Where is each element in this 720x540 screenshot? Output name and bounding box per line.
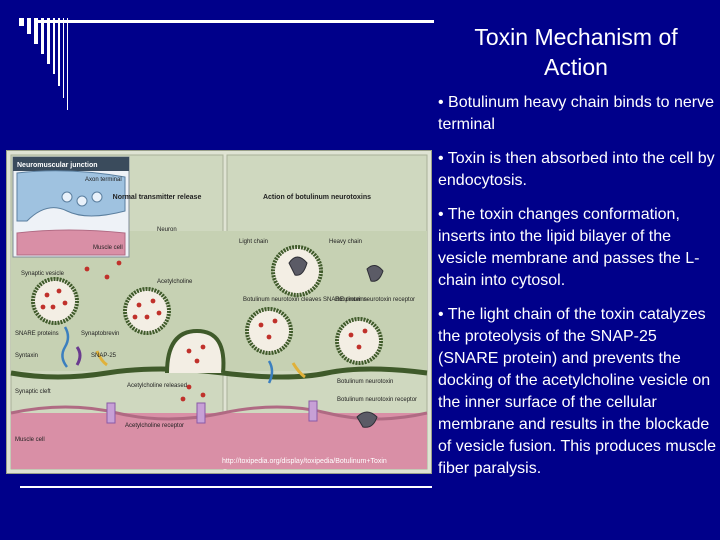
synaptic-vesicle-label: Synaptic vesicle <box>21 271 65 277</box>
bullet-list: • Botulinum heavy chain binds to nerve t… <box>438 92 718 492</box>
bullet-1: • Botulinum heavy chain binds to nerve t… <box>438 94 714 133</box>
acetylcholine-label: Acetylcholine <box>157 279 193 285</box>
botulinum-receptor-top-label: Botulinum neurotoxin receptor <box>335 297 415 303</box>
synaptobrevin-label: Synaptobrevin <box>81 331 119 337</box>
acetylcholine-receptor-label: Acetylcholine receptor <box>125 423 184 429</box>
botulinum-neurotoxin-label: Botulinum neurotoxin <box>337 379 393 385</box>
botulinum-mechanism-figure: Neuromuscular junction Axon terminal Mus… <box>6 150 432 474</box>
neuron-label: Neuron <box>157 227 177 233</box>
bottom-divider-line <box>20 486 432 488</box>
top-divider-line <box>36 20 434 23</box>
figure-source-credit: http://toxipedia.org/display/toxipedia/B… <box>222 458 387 465</box>
muscle-cell-bottom-label: Muscle cell <box>15 437 45 443</box>
light-chain-label: Light chain <box>239 239 268 245</box>
botulinum-cleaves-label: Botulinum neurotoxin cleaves SNARE prote… <box>243 297 367 303</box>
syntaxin-label: Syntaxin <box>15 353 38 359</box>
snap25-label: SNAP-25 <box>91 353 117 359</box>
synaptic-cleft-label: Synaptic cleft <box>15 389 51 395</box>
botulinum-receptor-bottom-label: Botulinum neurotoxin receptor <box>337 397 417 403</box>
inset-axon-terminal-label: Axon terminal <box>85 177 122 183</box>
inset-muscle-cell-label: Muscle cell <box>93 245 123 251</box>
snare-proteins-label: SNARE proteins <box>15 331 59 337</box>
acetylcholine-released-label: Acetylcholine released <box>127 383 187 389</box>
bullet-3: • The toxin changes conformation, insert… <box>438 206 700 289</box>
inset-title: Neuromuscular junction <box>17 162 98 169</box>
slide-title: Toxin Mechanism of Action <box>474 24 678 80</box>
bullet-2: • Toxin is then absorbed into the cell b… <box>438 150 715 189</box>
decorative-bars <box>19 18 68 110</box>
left-panel-title: Normal transmitter release <box>113 194 202 201</box>
heavy-chain-label: Heavy chain <box>329 239 362 245</box>
bullet-4: • The light chain of the toxin catalyzes… <box>438 306 717 477</box>
right-panel-title: Action of botulinum neurotoxins <box>263 194 371 201</box>
